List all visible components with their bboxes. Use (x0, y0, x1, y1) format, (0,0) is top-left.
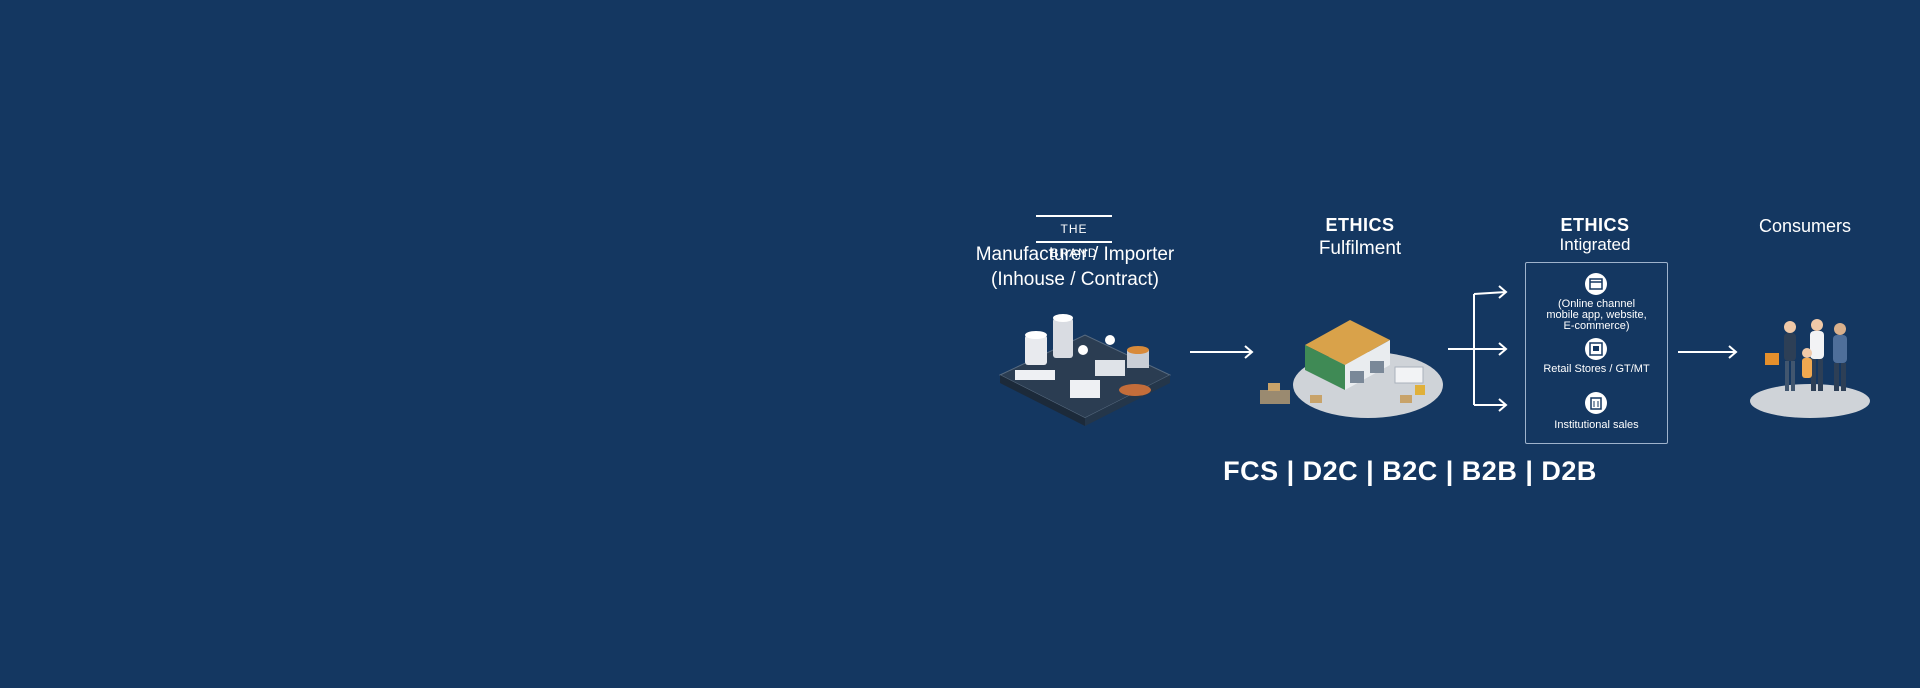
consumers-title: Consumers (1758, 216, 1852, 236)
channel-institutional-label: Institutional sales (1554, 419, 1639, 431)
warehouse-illustration (1260, 320, 1443, 418)
factory-illustration (998, 314, 1172, 426)
branch-arrows-icon (1448, 285, 1508, 412)
channel-retail-label: Retail Stores / GT/MT (1543, 363, 1650, 375)
brand-subtitle: (Inhouse / Contract) (991, 269, 1159, 290)
integrated-title: Intigrated (1559, 235, 1631, 254)
consumers-illustration (1750, 319, 1870, 418)
arrow-right-icon (1190, 345, 1254, 359)
channel-online-line-2: mobile app, website, (1546, 309, 1647, 321)
channels-box: (Online channel mobile app, website, E-c… (1525, 262, 1668, 444)
brand-tag: THE BRAND (1036, 215, 1112, 260)
shop-icon (1585, 273, 1607, 295)
building-icon (1585, 392, 1607, 414)
store-icon (1585, 338, 1607, 360)
channel-online-line-3: E-commerce) (1563, 320, 1630, 332)
channels-line: FCS | D2C | B2C | B2B | D2B (1223, 456, 1597, 486)
channel-online-line-1: (Online channel (1557, 298, 1636, 310)
arrow-right-icon (1678, 345, 1738, 359)
brand-title: Manufacturer / Importer (975, 244, 1175, 265)
fulfilment-brand: ETHICS (1325, 215, 1395, 235)
fulfilment-title: Fulfilment (1318, 238, 1402, 259)
integrated-brand: ETHICS (1560, 215, 1630, 235)
